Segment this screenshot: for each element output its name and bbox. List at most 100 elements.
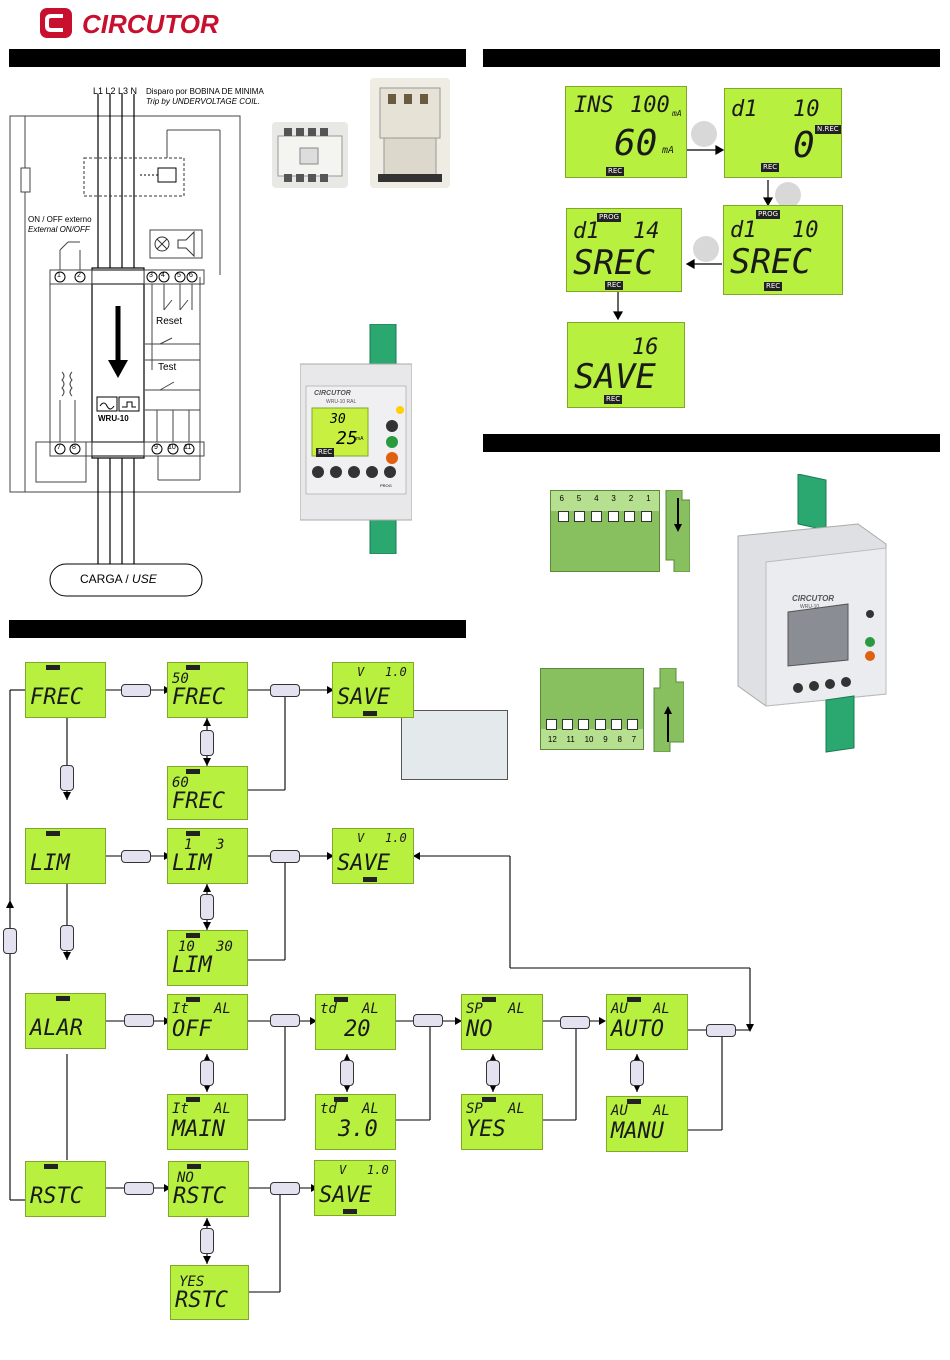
s4-top-val: 14 bbox=[633, 219, 660, 244]
td-top-2: td bbox=[320, 1101, 337, 1117]
frec-save-v: V bbox=[357, 665, 365, 679]
terminal-10: 10 bbox=[168, 444, 176, 451]
device-lcd-top: 30 bbox=[330, 412, 346, 427]
rec-screen-5: 16 SAVE REC bbox=[567, 322, 685, 408]
au-top-1: AU bbox=[611, 1001, 628, 1017]
s1-unit: mA bbox=[672, 109, 682, 118]
reset-label: Reset bbox=[156, 316, 183, 327]
it-top-1: It bbox=[172, 1001, 189, 1017]
frec-opt1-main: FREC bbox=[172, 685, 225, 710]
s3-main: SREC bbox=[730, 242, 812, 282]
device-label: WRU-10 bbox=[98, 414, 129, 423]
menu-frec-50: 50 FREC bbox=[167, 662, 248, 718]
device-lcd-main: 25 bbox=[336, 428, 358, 449]
al-5: AL bbox=[508, 1001, 525, 1017]
nav-button[interactable] bbox=[340, 1060, 354, 1086]
nav-button[interactable] bbox=[630, 1060, 644, 1086]
nav-button[interactable] bbox=[486, 1060, 500, 1086]
td-top-1: td bbox=[320, 1001, 337, 1017]
s1-top-val: 100 bbox=[630, 93, 670, 118]
s5-top-val: 16 bbox=[632, 335, 659, 360]
terminal-1: 1 bbox=[57, 272, 61, 279]
menu-alar-td-20: td AL 20 bbox=[315, 994, 396, 1050]
pin-label: 3 bbox=[611, 494, 616, 503]
nav-button[interactable] bbox=[124, 1182, 154, 1195]
rec-screen-4: PROG d1 14 SREC REC bbox=[566, 208, 682, 292]
menu-alar-sp-yes: SP AL YES bbox=[461, 1094, 543, 1150]
lim-opt2-a: 10 bbox=[178, 939, 195, 955]
nav-button[interactable] bbox=[270, 1182, 300, 1195]
nav-button[interactable] bbox=[121, 684, 151, 697]
menu-rstc: RSTC bbox=[25, 1161, 106, 1217]
nav-button[interactable] bbox=[706, 1024, 736, 1037]
s2-rec-tag: REC bbox=[761, 163, 780, 172]
device2-brand: CIRCUTOR bbox=[792, 594, 835, 603]
rstc-opt2-main: RSTC bbox=[175, 1288, 228, 1313]
nav-button[interactable] bbox=[60, 765, 74, 791]
nav-button[interactable] bbox=[270, 684, 300, 697]
test-label: Test bbox=[158, 362, 177, 373]
al-2: AL bbox=[214, 1101, 231, 1117]
lim-save-main: SAVE bbox=[337, 851, 390, 876]
s1-rec-tag: REC bbox=[606, 167, 625, 176]
s2-main: 0 bbox=[793, 125, 815, 166]
menu-frec: FREC bbox=[25, 662, 106, 718]
s5-main: SAVE bbox=[574, 357, 656, 397]
lim-save-ver: 1.0 bbox=[385, 831, 407, 845]
al-7: AL bbox=[653, 1001, 670, 1017]
nav-button[interactable] bbox=[270, 1014, 300, 1027]
lim-opt1-main: LIM bbox=[172, 851, 212, 876]
nav-button[interactable] bbox=[560, 1016, 590, 1029]
terminal-3: 3 bbox=[149, 272, 153, 279]
menu-alar-au-auto: AU AL AUTO bbox=[606, 994, 688, 1050]
s5-rec-tag: REC bbox=[604, 395, 623, 404]
al-6: AL bbox=[508, 1101, 525, 1117]
nav-button[interactable] bbox=[121, 850, 151, 863]
load-es: CARGA bbox=[80, 572, 123, 586]
onoff-label-es: ON / OFF externo bbox=[28, 215, 92, 224]
phase-labels: L1 L2 L3 N bbox=[93, 86, 138, 96]
lim-save-v: V bbox=[357, 831, 365, 845]
connector-bottom-side bbox=[652, 668, 684, 752]
contactor-photo-small bbox=[272, 122, 348, 188]
sp-top-2: SP bbox=[466, 1101, 483, 1117]
connector-top-side bbox=[664, 490, 690, 572]
nav-button[interactable] bbox=[413, 1014, 443, 1027]
s3-prog-tag: PROG bbox=[756, 210, 781, 219]
s3-rec-tag: REC bbox=[764, 282, 783, 291]
au-2: MANU bbox=[611, 1119, 664, 1144]
rstc-save-ver: 1.0 bbox=[367, 1163, 389, 1177]
nav-button[interactable] bbox=[200, 1228, 214, 1254]
lim-opt1-a: 1 bbox=[184, 837, 193, 853]
device-prog-label: PROG bbox=[380, 483, 392, 488]
rec-sequence: INS 100 mA 60 mA REC d1 10 N.REC 0 REC P… bbox=[0, 0, 950, 430]
nav-button[interactable] bbox=[60, 925, 74, 951]
menu-alar: ALAR bbox=[25, 993, 106, 1049]
nav-button[interactable] bbox=[200, 894, 214, 920]
menu-lim-1-3: 1 3 LIM bbox=[167, 828, 248, 884]
device-photo: CIRCUTOR WRU-10 RAL 30 25 mA REC PROG bbox=[300, 324, 412, 554]
logo-mark-icon bbox=[40, 8, 72, 38]
contactor-photo-large bbox=[370, 78, 450, 188]
nav-button[interactable] bbox=[124, 1014, 154, 1027]
rstc-save-v: V bbox=[339, 1163, 347, 1177]
device-lcd-unit: mA bbox=[356, 436, 364, 442]
al-3: AL bbox=[362, 1001, 379, 1017]
onoff-label-en: External ON/OFF bbox=[28, 225, 90, 234]
s4-top: d1 bbox=[573, 219, 600, 244]
nav-button[interactable] bbox=[270, 850, 300, 863]
nav-button[interactable] bbox=[200, 1060, 214, 1086]
s4-prog-tag: PROG bbox=[597, 213, 622, 222]
s3-top-val: 10 bbox=[792, 218, 819, 243]
nav-button[interactable] bbox=[3, 928, 17, 954]
lim-opt1-b: 3 bbox=[216, 837, 225, 853]
pin-label: 12 bbox=[547, 735, 557, 744]
device2-model: WRU-10 bbox=[800, 604, 820, 610]
pin-label: 4 bbox=[594, 494, 599, 503]
nav-button[interactable] bbox=[200, 730, 214, 756]
pin-label: 5 bbox=[576, 494, 582, 503]
section-bar-connectors bbox=[483, 434, 940, 452]
frec-main: FREC bbox=[30, 685, 83, 710]
lim-opt2-main: LIM bbox=[172, 953, 212, 978]
td-2: 3.0 bbox=[338, 1117, 378, 1142]
